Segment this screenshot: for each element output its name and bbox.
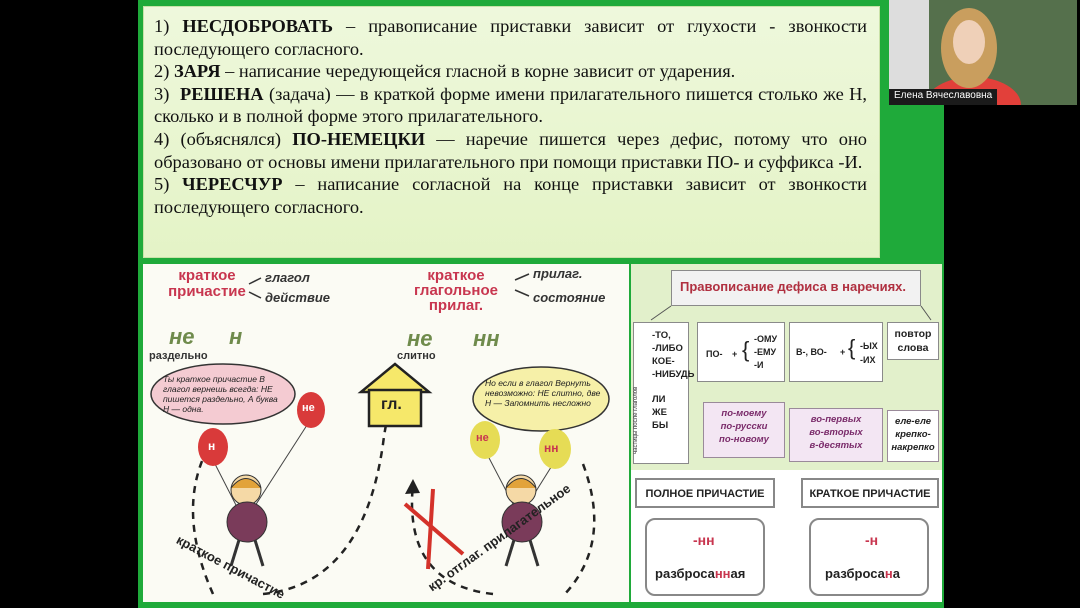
left-head-line2: причастие — [168, 283, 246, 300]
left-n: н — [229, 324, 243, 349]
rule-item-1: 1) НЕСДОБРОВАТЬ – правописание приставки… — [154, 16, 867, 59]
full-suffix: -нн — [693, 532, 715, 548]
examples-repeat: еле-еле крепко- накрепко — [887, 410, 939, 462]
participant-video[interactable] — [889, 0, 1077, 105]
rule-term: НЕСДОБРОВАТЬ — [182, 16, 334, 36]
right-tag-adj: прилаг. — [533, 266, 583, 281]
examples-v: во-первых во-вторых в-десятых — [789, 408, 883, 462]
rule-item-2: 2) ЗАРЯ – написание чередующейся гласной… — [154, 61, 736, 82]
right-ne: не — [407, 326, 433, 351]
right-nn: нн — [473, 326, 500, 351]
full-example: разбросанная — [655, 566, 746, 581]
speech-bubble-left: Ты краткое причастие В глагол вернешь вс… — [163, 374, 278, 414]
left-head-line1: краткое — [178, 267, 236, 284]
particles-box: -ТО, -ЛИБО КОЕ- -НИБУДЬ ЛИ ЖЕ БЫ — [633, 322, 694, 464]
formula-v-box: В-, ВО- + { -ЫХ -ИХ — [789, 322, 883, 382]
formula-po-box: ПО- + { -ОМУ -ЕМУ -И — [697, 322, 785, 382]
diagram-lines — [650, 305, 932, 321]
left-separately: раздельно — [149, 350, 208, 362]
rule-term: ПО-НЕМЕЦКИ — [292, 128, 426, 149]
right-head-line3: прилаг. — [428, 297, 484, 314]
participle-illustration: краткое причастие глагол действие не н р… — [143, 264, 629, 602]
short-participle-label: КРАТКОЕ ПРИЧАСТИЕ — [801, 478, 939, 508]
full-participle-label: ПОЛНОЕ ПРИЧАСТИЕ — [635, 478, 775, 508]
right-head-line2: глагольное — [414, 282, 498, 299]
right-head-line1: краткое — [427, 267, 485, 284]
particles-side-note: частицы после глаголов — [633, 386, 639, 454]
short-example: разбросана — [825, 566, 900, 581]
speech-bubble-right: Но если в глагол Вернуть невозможно: НЕ … — [485, 378, 601, 408]
full-participle-card: -нн разбросанная — [645, 518, 765, 596]
rule-term: ЧЕРЕСЧУР — [182, 174, 283, 195]
right-together: слитно — [397, 350, 436, 362]
participant-avatar — [889, 0, 1077, 105]
rule-item-5: 5) ЧЕРЕСЧУР – написание согласной на кон… — [154, 174, 867, 217]
rule-item-3: 3) РЕШЕНА (задача) — в краткой форме име… — [154, 83, 867, 127]
left-tag-verb: глагол — [265, 270, 310, 285]
left-tag-action: действие — [265, 290, 331, 305]
short-participle-card: -н разбросана — [809, 518, 929, 596]
left-ne: не — [169, 324, 195, 349]
short-suffix: -н — [865, 532, 879, 548]
rule-term: РЕШЕНА — [180, 83, 264, 104]
balloon-ne-red: не — [302, 402, 315, 414]
repeat-box: повтор слова — [887, 322, 939, 360]
examples-po: по-моему по-русски по-новому — [703, 402, 785, 458]
rules-text-panel: 1) НЕСДОБРОВАТЬ – правописание приставки… — [143, 6, 880, 258]
balloon-nn-yellow: нн — [544, 441, 559, 455]
rule-item-4: 4) (объяснялся) ПО-НЕМЕЦКИ — наречие пиш… — [154, 128, 867, 172]
right-tag-state: состояние — [533, 290, 606, 305]
illustration-art — [150, 273, 610, 597]
house-label: гл. — [381, 396, 402, 413]
balloon-n-red: н — [208, 439, 216, 453]
participant-name: Елена Вячеславовна — [889, 89, 998, 105]
diagram-title: Правописание дефиса в наречиях. — [671, 270, 921, 306]
rule-term: ЗАРЯ — [173, 61, 221, 82]
hyphen-diagram: Правописание дефиса в наречиях. -ТО, -ЛИ… — [631, 264, 942, 602]
balloon-ne-yellow: не — [476, 432, 489, 444]
